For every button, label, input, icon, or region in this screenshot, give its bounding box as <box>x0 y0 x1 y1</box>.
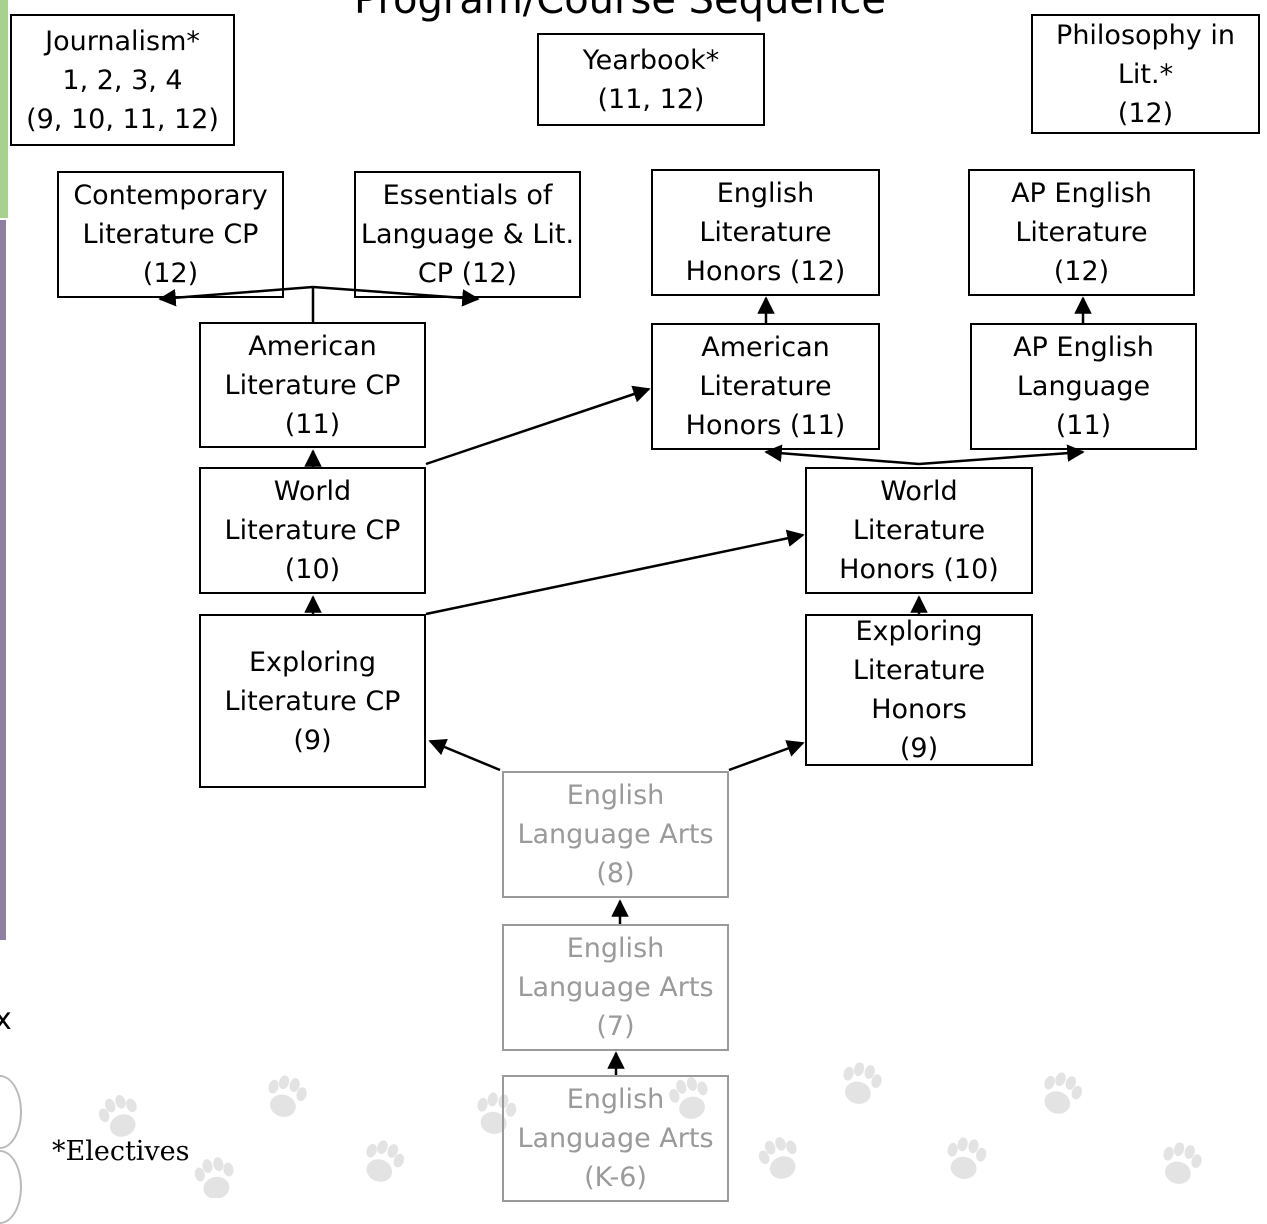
box-journalism: Journalism* 1, 2, 3, 4 (9, 10, 11, 12) <box>10 14 235 146</box>
arrow-world-honors-to-ap-language <box>918 444 1085 466</box>
arrow-ela8-to-exploring-cp <box>428 738 501 772</box>
box-exploring-literature-honors: Exploring Literature Honors (9) <box>805 614 1033 766</box>
connector-layer <box>158 285 1092 1075</box>
electives-footnote: *Electives <box>52 1136 190 1167</box>
arrow-american-cp-to-contemporary <box>158 285 314 307</box>
box-ap-english-literature: AP English Literature (12) <box>968 169 1195 296</box>
side-accent-purple <box>0 220 6 940</box>
arrow-american-cp-to-essentials <box>312 285 480 307</box>
box-ela-grade-k6: English Language Arts (K-6) <box>502 1075 729 1202</box>
box-world-literature-honors: World Literature Honors (10) <box>805 467 1033 594</box>
edge-fragment: x <box>0 1002 12 1037</box>
page-title: Program/Course Sequence <box>354 0 886 23</box>
side-accent-green <box>0 0 8 218</box>
box-essentials-language-lit: Essentials of Language & Lit. CP (12) <box>354 171 581 298</box>
box-world-literature-cp: World Literature CP (10) <box>199 467 426 594</box>
arrow-world-cp-to-american-honors <box>425 385 651 466</box>
arrow-ela8-to-exploring-honors <box>728 740 805 772</box>
box-ap-english-language: AP English Language (11) <box>970 323 1197 450</box>
box-philosophy: Philosophy in Lit.* (12) <box>1031 14 1260 134</box>
box-ela-grade-8: English Language Arts (8) <box>502 771 729 898</box>
box-yearbook: Yearbook* (11, 12) <box>537 33 765 126</box>
arrow-exploring-cp-to-world-honors <box>425 529 805 616</box>
arrow-world-honors-to-american-honors <box>764 444 920 466</box>
box-english-literature-honors: English Literature Honors (12) <box>651 169 880 296</box>
box-exploring-literature-cp: Exploring Literature CP (9) <box>199 614 426 788</box>
box-ela-grade-7: English Language Arts (7) <box>502 924 729 1051</box>
box-american-literature-honors: American Literature Honors (11) <box>651 323 880 450</box>
box-american-literature-cp: American Literature CP (11) <box>199 322 426 448</box>
